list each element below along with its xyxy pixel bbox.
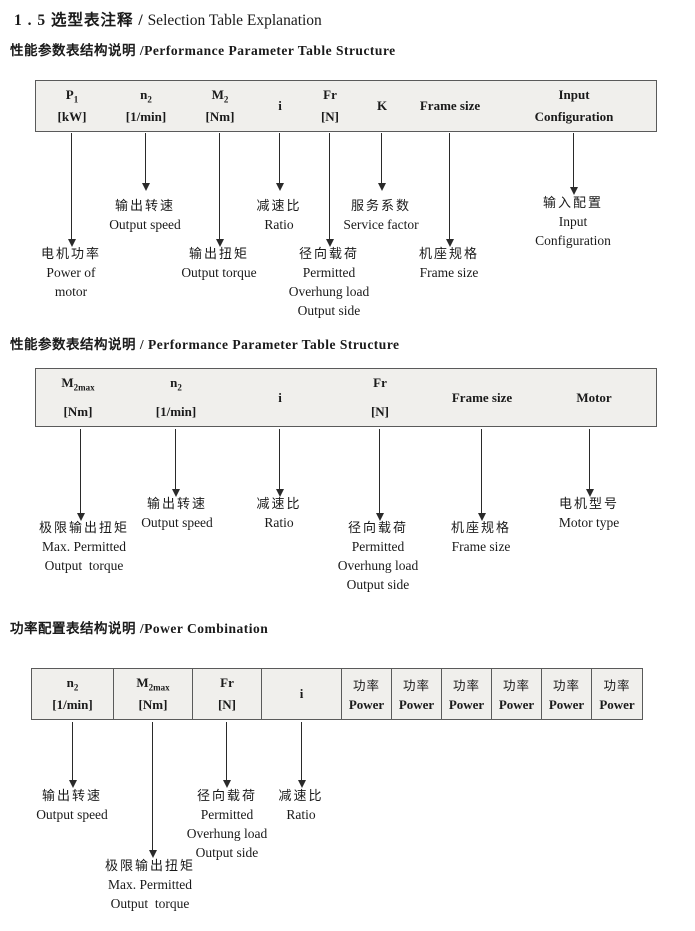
power-combination-table: n2 [1/min] M2max [Nm] Fr [N] i 功率 Power … xyxy=(31,668,643,720)
column-header-m2max: M2max [Nm] xyxy=(114,669,193,719)
callout-output-speed: 输出转速 Output speed xyxy=(109,198,181,232)
callout-frame-size: 机座规格 Frame size xyxy=(450,520,512,554)
column-header-i: i xyxy=(278,98,282,113)
column-header-frame-size: Frame size xyxy=(419,98,481,113)
down-arrow-icon xyxy=(141,133,150,191)
down-arrow-icon xyxy=(67,133,76,247)
down-arrow-icon xyxy=(585,429,594,497)
callout-overhung-load: 径向载荷 Permitted Overhung load Output side xyxy=(337,520,419,592)
callout-output-speed: 输出转速 Output speed xyxy=(36,788,108,822)
page-title: 1 . 5 选型表注释 / Selection Table Explanatio… xyxy=(14,8,322,30)
section1-heading: 性能参数表结构说明 /Performance Parameter Table S… xyxy=(10,43,396,58)
performance-parameter-table-2: M2max [Nm] n2 [1/min] i Fr [N] Frame siz… xyxy=(35,368,657,427)
down-arrow-icon xyxy=(275,133,284,191)
callout-output-speed: 输出转速 Output speed xyxy=(141,496,213,530)
column-header-m2max: M2max [Nm] xyxy=(61,375,95,419)
down-arrow-icon xyxy=(377,133,386,191)
column-header-input-config: Input Configuration xyxy=(534,87,614,124)
callout-ratio: 减速比 Ratio xyxy=(278,788,324,822)
column-header-power-2: 功率 Power xyxy=(392,669,442,719)
callout-motor-type: 电机型号 Motor type xyxy=(558,496,620,530)
column-header-motor: Motor xyxy=(576,389,612,405)
section2-heading: 性能参数表结构说明 / Performance Parameter Table … xyxy=(10,337,400,352)
column-header-p1: P1 [kW] xyxy=(57,87,87,124)
column-header-n2: n2 [1/min] xyxy=(125,87,167,124)
down-arrow-icon xyxy=(477,429,486,521)
down-arrow-icon xyxy=(222,722,231,788)
column-header-k: K xyxy=(376,98,388,113)
down-arrow-icon xyxy=(171,429,180,497)
column-header-power-4: 功率 Power xyxy=(492,669,542,719)
down-arrow-icon xyxy=(68,722,77,788)
down-arrow-icon xyxy=(297,722,306,788)
column-header-fr: Fr [N] xyxy=(370,375,390,419)
down-arrow-icon xyxy=(325,133,334,247)
column-header-n2: n2 [1/min] xyxy=(155,375,197,419)
callout-max-output-torque: 极限输出扭矩 Max. Permitted Output torque xyxy=(104,858,196,911)
callout-output-torque: 输出扭矩 Output torque xyxy=(181,246,257,280)
down-arrow-icon xyxy=(275,429,284,497)
column-header-i: i xyxy=(262,669,342,719)
callout-overhung-load: 径向载荷 Permitted Overhung load Output side xyxy=(288,246,370,318)
page-title-zh: 1 . 5 选型表注释 / xyxy=(14,12,144,29)
callout-overhung-load: 径向载荷 Permitted Overhung load Output side xyxy=(186,788,268,860)
callout-ratio: 减速比 Ratio xyxy=(256,496,302,530)
column-header-power-1: 功率 Power xyxy=(342,669,392,719)
page-title-en: Selection Table Explanation xyxy=(143,12,322,29)
column-header-frame-size: Frame size xyxy=(451,389,513,405)
callout-input-configuration: 输入配置 Input Configuration xyxy=(535,195,611,248)
performance-parameter-table-1: P1 [kW] n2 [1/min] M2 [Nm] i Fr [N] K Fr… xyxy=(35,80,657,132)
down-arrow-icon xyxy=(375,429,384,521)
down-arrow-icon xyxy=(148,722,157,858)
column-header-m2: M2 [Nm] xyxy=(205,87,235,124)
column-header-power-3: 功率 Power xyxy=(442,669,492,719)
callout-max-output-torque: 极限输出扭矩 Max. Permitted Output torque xyxy=(38,520,130,573)
column-header-power-6: 功率 Power xyxy=(599,679,635,712)
callout-frame-size: 机座规格 Frame size xyxy=(418,246,480,280)
column-header-i: i xyxy=(278,389,282,405)
section3-heading: 功率配置表结构说明 /Power Combination xyxy=(10,621,269,636)
down-arrow-icon xyxy=(215,133,224,247)
down-arrow-icon xyxy=(445,133,454,247)
callout-power-of-motor: 电机功率 Power of motor xyxy=(40,246,102,299)
column-header-n2: n2 [1/min] xyxy=(32,669,114,719)
column-header-power-5: 功率 Power xyxy=(542,669,592,719)
callout-ratio: 减速比 Ratio xyxy=(256,198,302,232)
down-arrow-icon xyxy=(569,133,578,195)
column-header-fr: Fr [N] xyxy=(193,669,262,719)
column-header-fr: Fr [N] xyxy=(320,87,340,124)
down-arrow-icon xyxy=(76,429,85,521)
callout-service-factor: 服务系数 Service factor xyxy=(343,198,419,232)
